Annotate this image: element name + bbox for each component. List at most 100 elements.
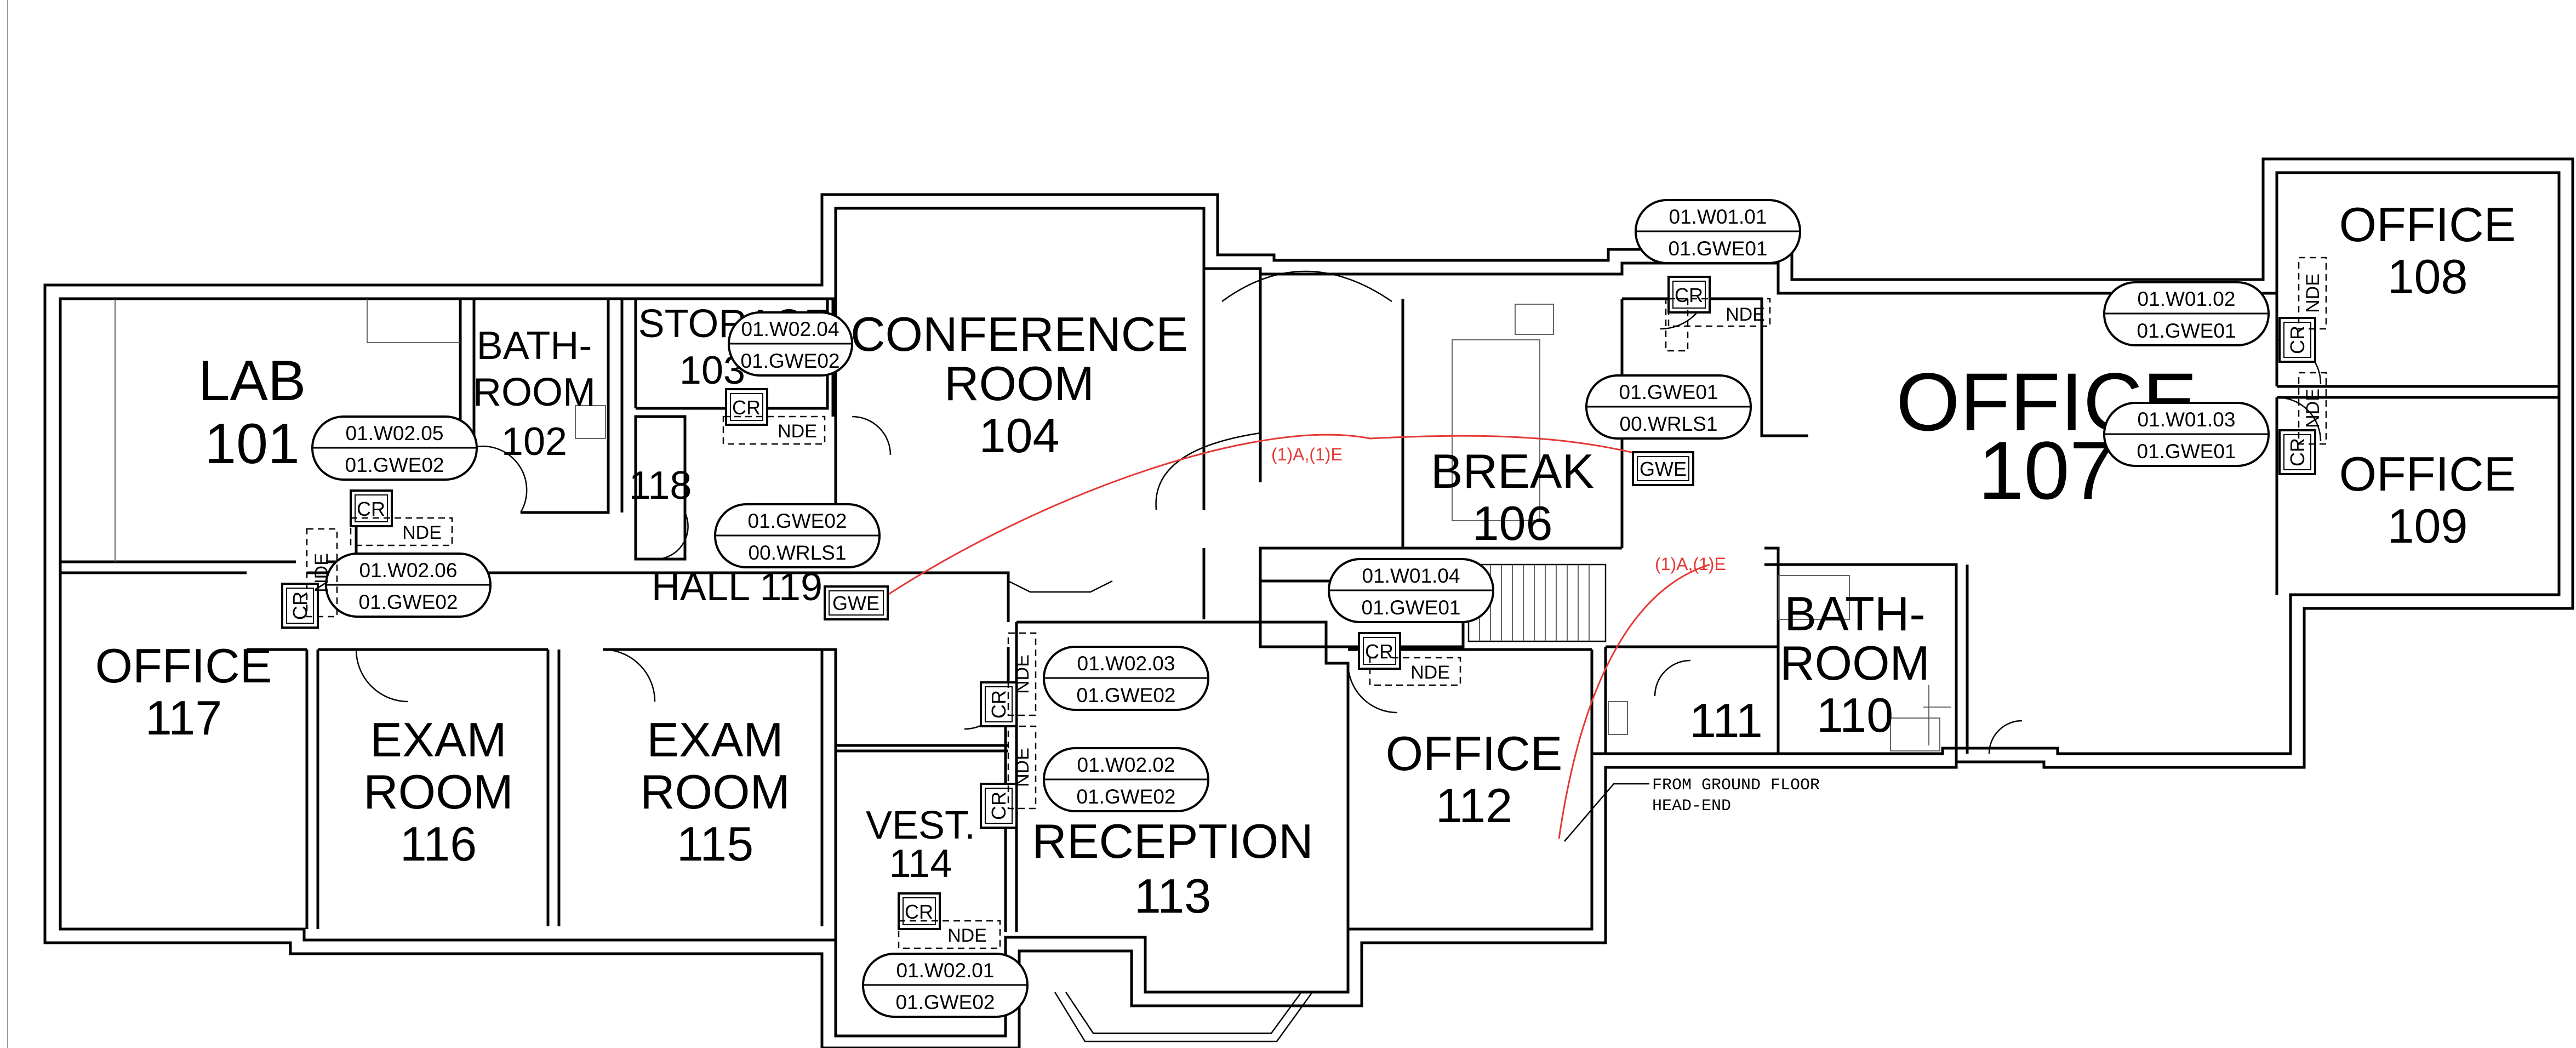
nde-lock[interactable]: NDE [1369, 657, 1461, 686]
tag-gwe02-top: 01.GWE02 [748, 510, 847, 532]
head-end-line1: FROM GROUND FLOOR [1652, 776, 1820, 795]
nde-lock[interactable]: NDE [350, 517, 453, 546]
cr-reader[interactable]: CR [2278, 317, 2316, 363]
devices: CR CR CR CR CR CR CR CR CR CR GWE GWE ND… [281, 257, 2327, 949]
room-118-number: 118 [629, 464, 692, 508]
room-106-name: BREAK [1431, 444, 1594, 498]
nde-lock[interactable]: NDE [898, 920, 1001, 949]
room-111-number: 111 [1689, 693, 1763, 748]
tag-gwe02-bottom: 00.WRLS1 [749, 542, 847, 564]
nde-lock[interactable]: NDE [2298, 257, 2327, 330]
room-115-name: EXAM [647, 713, 783, 767]
room-102-name: BATH- [477, 324, 592, 368]
svg-text:CR: CR [905, 901, 933, 923]
room-115-name2: ROOM [640, 765, 790, 819]
cr-reader[interactable]: CR [980, 783, 1018, 829]
room-110-name: BATH- [1784, 586, 1925, 641]
tag-w0102[interactable]: 01.W01.02 01.GWE01 [2103, 281, 2270, 346]
cr-reader[interactable]: CR [725, 388, 768, 426]
doors [355, 279, 2322, 754]
tag-w0103[interactable]: 01.W01.03 01.GWE01 [2103, 402, 2270, 467]
tag-w0206-bottom: 01.GWE02 [359, 591, 458, 613]
nde-lock[interactable]: NDE [1007, 632, 1037, 716]
room-108-number: 108 [2387, 249, 2468, 304]
tag-w0202-top: 01.W02.02 [1077, 754, 1175, 776]
room-110-number: 110 [1817, 688, 1893, 742]
tag-w0205[interactable]: 01.W02.05 01.GWE02 [311, 415, 478, 481]
tag-w0103-top: 01.W01.03 [2138, 408, 2236, 431]
nde-lock[interactable]: NDE [1665, 298, 1771, 352]
tag-gwe01[interactable]: 01.GWE01 00.WRLS1 [1585, 374, 1752, 440]
tag-w0101-top: 01.W01.01 [1669, 206, 1767, 228]
nde-lock[interactable]: NDE [306, 528, 338, 618]
cable-label-lower: (1)A,(1)E [1655, 554, 1726, 574]
room-114-name: VEST. [866, 804, 975, 847]
tag-w0203[interactable]: 01.W02.03 01.GWE02 [1043, 646, 1209, 711]
room-116-name2: ROOM [363, 765, 513, 819]
room-116-number: 116 [400, 817, 477, 871]
svg-text:CR: CR [987, 791, 1010, 820]
nde-lock[interactable]: NDE [722, 415, 826, 445]
tag-w0202[interactable]: 01.W02.02 01.GWE02 [1043, 747, 1209, 812]
cr-reader[interactable]: CR [281, 583, 319, 629]
cr-reader[interactable]: CR [350, 489, 393, 527]
room-102-number: 102 [501, 420, 567, 464]
tag-w0205-top: 01.W02.05 [346, 422, 444, 445]
room-102-name2: ROOM [473, 371, 596, 414]
tag-w0206[interactable]: 01.W02.06 01.GWE02 [325, 553, 492, 618]
tag-gwe01-bottom: 00.WRLS1 [1620, 413, 1718, 435]
room-113-number: 113 [1134, 869, 1211, 923]
room-106-number: 106 [1472, 496, 1553, 550]
room-104-number: 104 [979, 408, 1060, 463]
svg-text:NDE: NDE [1410, 662, 1450, 683]
gwe-gateway[interactable]: GWE [824, 585, 889, 620]
gwe-gateway[interactable]: GWE [1632, 451, 1694, 486]
room-110-name2: ROOM [1780, 636, 1930, 690]
nde-lock[interactable]: NDE [2298, 372, 2327, 445]
cr-reader[interactable]: CR [980, 681, 1018, 727]
cr-reader[interactable]: CR [1667, 276, 1711, 314]
room-119-name: HALL 119 [652, 565, 823, 609]
tag-w0203-top: 01.W02.03 [1077, 652, 1175, 675]
cable-gwe02-to-gwe01 [879, 434, 1688, 601]
cable-headend-to-gwe01 [1558, 563, 1710, 839]
tag-w0201[interactable]: 01.W02.01 01.GWE02 [862, 953, 1029, 1018]
tag-w0101[interactable]: 01.W01.01 01.GWE01 [1635, 199, 1801, 264]
tag-w0204[interactable]: 01.W02.04 01.GWE02 [728, 311, 853, 377]
svg-text:NDE: NDE [2303, 389, 2323, 428]
cr-reader[interactable]: CR [898, 892, 941, 930]
tag-gwe02[interactable]: 01.GWE02 00.WRLS1 [714, 503, 881, 568]
svg-text:CR: CR [2286, 326, 2309, 354]
room-114-number: 114 [889, 842, 952, 886]
tag-gwe01-top: 01.GWE01 [1619, 381, 1718, 403]
cr-reader[interactable]: CR [2278, 429, 2316, 475]
room-108-name: OFFICE [2339, 197, 2516, 252]
svg-text:NDE: NDE [2303, 274, 2323, 313]
tag-w0204-top: 01.W02.04 [741, 318, 839, 340]
svg-text:NDE: NDE [947, 925, 987, 946]
nde-lock[interactable]: NDE [1007, 725, 1037, 810]
svg-text:NDE: NDE [311, 553, 332, 593]
tag-w0104-top: 01.W01.04 [1362, 565, 1460, 587]
room-117-name: OFFICE [95, 639, 272, 693]
room-101-number: 101 [204, 412, 300, 476]
room-109-name: OFFICE [2339, 447, 2516, 501]
tag-w0104[interactable]: 01.W01.04 01.GWE01 [1328, 558, 1494, 623]
tag-w0202-bottom: 01.GWE02 [1077, 785, 1176, 808]
svg-text:CR: CR [987, 690, 1010, 719]
room-117-number: 117 [145, 691, 222, 745]
tag-w0203-bottom: 01.GWE02 [1077, 684, 1176, 707]
head-end-line2: HEAD-END [1652, 797, 1731, 816]
tag-w0201-bottom: 01.GWE02 [896, 991, 995, 1013]
tag-w0101-bottom: 01.GWE01 [1669, 237, 1768, 260]
svg-text:NDE: NDE [1012, 654, 1033, 694]
tag-w0103-bottom: 01.GWE01 [2137, 440, 2236, 463]
svg-text:GWE: GWE [1640, 458, 1687, 480]
cable-label-upper: (1)A,(1)E [1271, 445, 1343, 464]
tag-w0104-bottom: 01.GWE01 [1362, 596, 1461, 619]
room-107-number: 107 [1978, 424, 2115, 516]
room-112-number: 112 [1436, 778, 1512, 833]
room-115-number: 115 [677, 817, 753, 871]
cr-reader[interactable]: CR [1358, 632, 1401, 670]
